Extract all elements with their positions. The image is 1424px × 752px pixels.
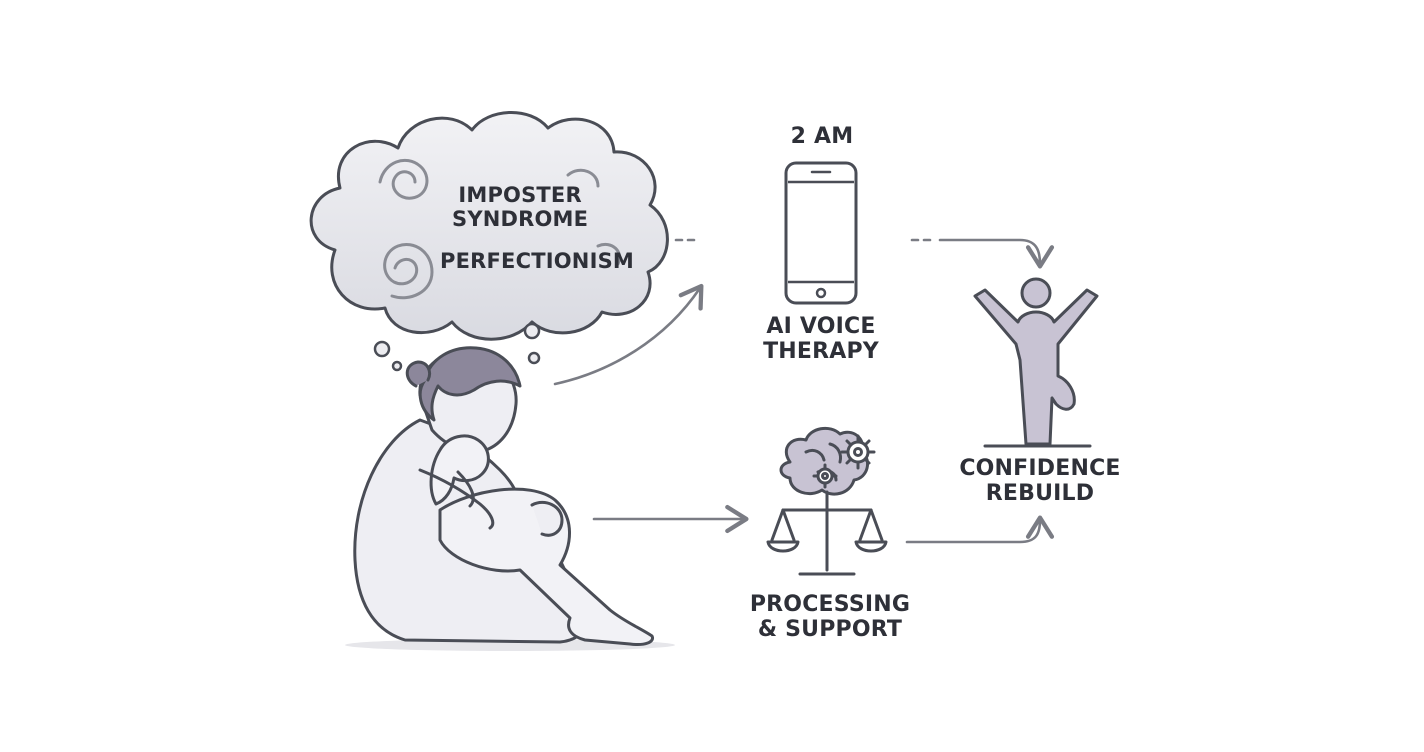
mother-and-baby-figure <box>345 346 675 651</box>
phone-icon <box>784 161 858 305</box>
arrow-processing-to-confidence <box>905 515 1055 544</box>
cloud-label-line-3: PERFECTIONISM <box>440 249 635 273</box>
confidence-rebuild-label: CONFIDENCE REBUILD <box>950 456 1130 506</box>
confident-person-icon <box>973 277 1099 448</box>
processing-line-2: & SUPPORT <box>757 616 903 642</box>
cloud-label-imposter-syndrome: IMPOSTER SYNDROME <box>452 183 589 231</box>
cloud-label-line-2: SYNDROME <box>452 206 589 231</box>
thought-bubble-large <box>523 322 541 340</box>
processing-line-1: PROCESSING <box>749 592 911 617</box>
ai-voice-line-2: THERAPY <box>763 338 879 364</box>
thought-cloud <box>309 111 669 372</box>
thought-bubble-tiny <box>527 351 541 365</box>
ai-voice-line-1: AI VOICE <box>766 314 876 339</box>
confidence-line-1: CONFIDENCE <box>959 456 1121 481</box>
confidence-line-2: REBUILD <box>985 480 1095 506</box>
thought-bubble-mid <box>373 340 391 358</box>
arrow-therapy-to-confidence <box>938 238 1055 269</box>
voice-wave-icon <box>708 194 910 286</box>
cloud-label-perfectionism: PERFECTIONISM <box>440 249 635 274</box>
processing-support-label: PROCESSING & SUPPORT <box>735 592 925 642</box>
flow-arrows <box>553 238 1055 544</box>
ai-voice-therapy-label: AI VOICE THERAPY <box>741 314 901 364</box>
phone-time-label: 2 AM <box>790 124 854 149</box>
thought-bubble-small <box>391 360 403 372</box>
arrow-mother-to-therapy <box>553 283 704 386</box>
cloud-label-line-1: IMPOSTER <box>458 183 582 207</box>
brain-scales-icon <box>766 426 888 576</box>
swirl-icon <box>378 159 621 300</box>
